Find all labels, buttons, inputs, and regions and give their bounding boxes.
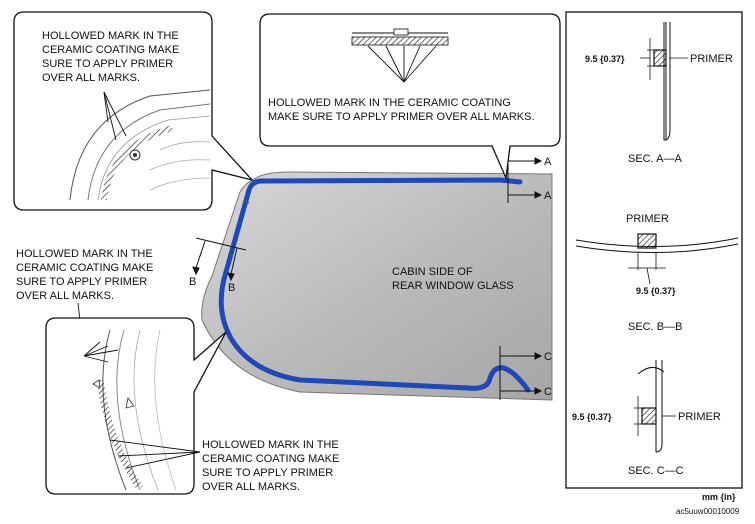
callout-left-middle-line-4: OVER ALL MARKS. bbox=[16, 290, 114, 302]
units-label: mm {in} bbox=[702, 492, 736, 502]
urethane-bead bbox=[218, 177, 531, 393]
callout-top-left-line-1: HOLLOWED MARK IN THE bbox=[42, 30, 179, 42]
section-c-primer-label: PRIMER bbox=[678, 411, 721, 423]
callout-top-left-line-4: OVER ALL MARKS. bbox=[42, 72, 140, 84]
callout-bottom-line-4: OVER ALL MARKS. bbox=[202, 481, 300, 493]
glass-mark-icon bbox=[245, 200, 250, 204]
section-label-b-left: B bbox=[189, 276, 196, 288]
callout-top-left-line-2: CERAMIC COATING MAKE bbox=[42, 44, 179, 56]
callout-top-center: HOLLOWED MARK IN THE CERAMIC COATING MAK… bbox=[259, 13, 561, 181]
section-a-title: SEC. A—A bbox=[628, 153, 682, 165]
callout-left-middle-line-3: SURE TO APPLY PRIMER bbox=[16, 276, 147, 288]
callout-bottom-left bbox=[45, 317, 227, 495]
section-label-a-bottom: A bbox=[544, 190, 552, 202]
callout-left-middle-line-1: HOLLOWED MARK IN THE bbox=[16, 248, 153, 260]
section-b-detail bbox=[575, 233, 739, 285]
section-a-dimension: 9.5 {0.37} bbox=[585, 54, 625, 64]
callout-top-center-line-1: HOLLOWED MARK IN THE CERAMIC COATING bbox=[268, 97, 511, 109]
figure-code: ac5uuw00010009 bbox=[676, 507, 740, 516]
glass-label-line-2: REAR WINDOW GLASS bbox=[392, 280, 514, 292]
section-b-title: SEC. B—B bbox=[628, 321, 682, 333]
section-label-c-bottom: C bbox=[544, 386, 552, 398]
section-label-b-right: B bbox=[228, 282, 235, 294]
section-c-detail bbox=[634, 360, 676, 453]
callout-top-center-line-2: MAKE SURE TO APPLY PRIMER OVER ALL MARKS… bbox=[268, 111, 535, 123]
section-a-primer-label: PRIMER bbox=[690, 53, 733, 65]
section-b-primer-label: PRIMER bbox=[626, 213, 669, 225]
callout-top-left: HOLLOWED MARK IN THE CERAMIC COATING MAK… bbox=[13, 11, 254, 211]
callout-bottom-line-2: CERAMIC COATING MAKE bbox=[202, 453, 339, 465]
callout-bottom-line-1: HOLLOWED MARK IN THE bbox=[202, 439, 339, 451]
section-b-dimension: 9.5 {0.37} bbox=[636, 286, 676, 296]
section-c-dimension: 9.5 {0.37} bbox=[572, 412, 612, 422]
rear-window-glass: CABIN SIDE OF REAR WINDOW GLASS bbox=[201, 171, 553, 401]
callout-top-left-line-3: SURE TO APPLY PRIMER bbox=[42, 58, 173, 70]
callout-left-middle-line-2: CERAMIC COATING MAKE bbox=[16, 262, 153, 274]
callout-bottom-line-3: SURE TO APPLY PRIMER bbox=[202, 467, 333, 479]
section-c-title: SEC. C—C bbox=[628, 465, 684, 477]
section-label-a-top: A bbox=[544, 156, 552, 168]
section-label-c-top: C bbox=[544, 351, 552, 363]
glass-label-line-1: CABIN SIDE OF bbox=[392, 266, 473, 278]
section-marker-c bbox=[499, 346, 543, 400]
section-marker-b bbox=[192, 237, 247, 282]
section-a-detail bbox=[640, 22, 688, 141]
